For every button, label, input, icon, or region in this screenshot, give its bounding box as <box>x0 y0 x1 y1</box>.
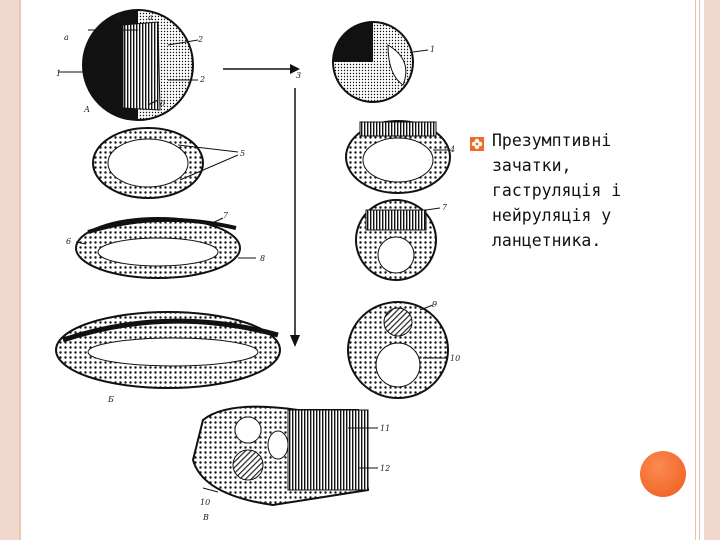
right-frame-border <box>704 0 720 540</box>
label-8: 8 <box>260 254 265 263</box>
label-a-left: а <box>64 33 69 42</box>
label-4: 4 <box>449 145 455 154</box>
label-1-right: 1 <box>430 45 435 54</box>
embryology-drawing: а б а 2 1 2 д А 3 1 <box>55 9 460 522</box>
label-10-right: 10 <box>450 354 460 363</box>
label-V: В <box>202 513 209 522</box>
diagram-a <box>58 9 199 121</box>
right-frame-line <box>699 0 700 540</box>
diagram-larva <box>55 311 281 389</box>
label-11: 11 <box>380 424 390 433</box>
arrow-down <box>290 88 300 347</box>
diagram-gastrula-section <box>345 120 451 194</box>
label-B: Б <box>107 395 114 404</box>
label-12: 12 <box>380 464 390 473</box>
label-10-bottom: 10 <box>200 498 210 507</box>
diagram-gastrula-top <box>332 21 429 103</box>
diagram-elongated-embryo <box>75 217 256 279</box>
bullet-text: Презумптивні зачатки, гаструляція і нейр… <box>492 131 622 250</box>
diagram-blastula <box>92 127 239 199</box>
decorative-orange-circle <box>640 451 686 497</box>
right-frame-line <box>695 0 696 540</box>
diagram-neurula <box>355 199 441 281</box>
label-a-top: а <box>148 13 153 22</box>
label-5: 5 <box>240 149 245 158</box>
label-3: 3 <box>296 71 301 80</box>
label-6: 6 <box>66 237 71 246</box>
embryology-figure: а б а 2 1 2 д А 3 1 <box>28 0 478 540</box>
label-7-right: 7 <box>442 203 448 212</box>
label-1-left: 1 <box>56 69 61 78</box>
label-2-lower: 2 <box>199 75 205 84</box>
label-A: А <box>83 105 90 114</box>
left-frame-border <box>0 0 19 540</box>
label-9: 9 <box>432 300 437 309</box>
flower-bullet-icon <box>470 137 484 151</box>
left-frame-line <box>19 0 21 540</box>
label-b-top: б <box>116 13 121 22</box>
diagram-cross-section <box>347 301 449 399</box>
diagram-3d-section <box>191 405 378 507</box>
arrow-right <box>223 64 300 74</box>
label-2: 2 <box>197 35 203 44</box>
label-7-top: 7 <box>223 211 229 220</box>
label-d: д <box>160 99 165 108</box>
